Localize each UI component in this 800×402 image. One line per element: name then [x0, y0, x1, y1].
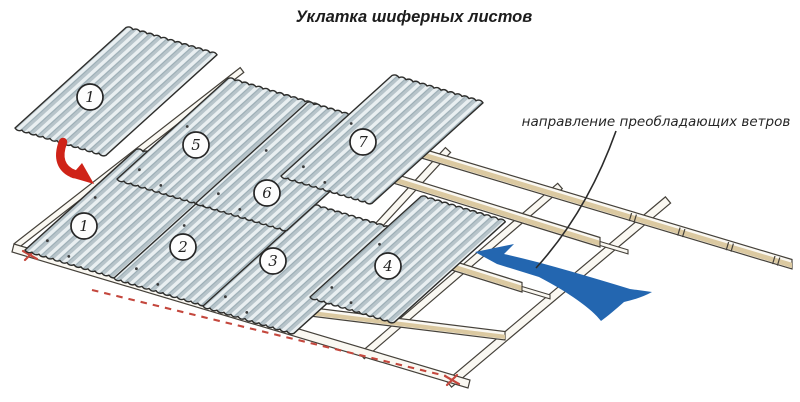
sheet-number-badge: [374, 252, 402, 280]
sheet-4: 4: [309, 195, 506, 324]
wind-direction-arrow-icon: [475, 244, 652, 321]
batten-end-tenon: [521, 285, 551, 300]
sheet-number: 7: [358, 133, 368, 151]
corrugated-sheet: [14, 26, 218, 157]
corrugated-sheet: [280, 74, 484, 205]
sheet-number-badge: [169, 233, 197, 261]
nail-dot: [182, 224, 186, 227]
batten-end-tenon: [599, 240, 629, 255]
sheet-number: 3: [268, 252, 278, 270]
placement-arrow-icon: [56, 137, 94, 184]
sheet-number: 1: [85, 88, 95, 106]
red-mark: [443, 373, 461, 387]
sheet-number: 2: [177, 238, 188, 256]
sheet-number-badge: [182, 131, 210, 159]
nail-dot: [224, 295, 227, 299]
sheet-number-badge: [253, 179, 281, 207]
sheet-number-badge: [76, 83, 104, 111]
sheet-number-badge: [259, 247, 287, 275]
nail-dot: [349, 301, 353, 304]
nail-dot: [245, 311, 249, 314]
eaves-red-dashes: [91, 288, 447, 378]
nail-dot: [378, 242, 381, 246]
sheet-number-badge: [349, 128, 377, 156]
nail-dot: [323, 181, 327, 184]
annotation-arrows: [56, 137, 652, 321]
sheet-number: 6: [262, 184, 272, 202]
nail-dot: [67, 255, 71, 258]
nail-dot: [156, 283, 160, 286]
nail-dot: [217, 192, 220, 196]
nail-dot: [159, 184, 163, 187]
nail-dot: [93, 196, 97, 199]
nail-dot: [302, 165, 305, 169]
sheet-number: 5: [191, 136, 201, 154]
nail-dot: [264, 149, 268, 152]
nail-dot: [238, 208, 242, 211]
nail-dot: [330, 286, 334, 289]
nail-dot: [138, 168, 141, 172]
nail-dot: [135, 267, 138, 271]
diagram-title: Уклатка шиферных листов: [296, 8, 532, 26]
sheet-7: 7: [280, 74, 484, 205]
nail-dot: [46, 239, 49, 243]
sheet-stack-1: 1: [14, 26, 218, 157]
nail-dot: [185, 125, 189, 128]
nail-dot: [349, 122, 353, 125]
sheet-number: 4: [382, 257, 393, 275]
sheet-number-badge: [70, 212, 98, 240]
sheet-number: 1: [79, 217, 89, 235]
slate-sheets: 1 2 3 4 5 6 7 1: [14, 26, 506, 335]
wind-direction-label: направление преобладающих ветров: [522, 114, 791, 130]
corrugated-sheet: [309, 195, 506, 324]
label-leader-line: [535, 130, 617, 269]
